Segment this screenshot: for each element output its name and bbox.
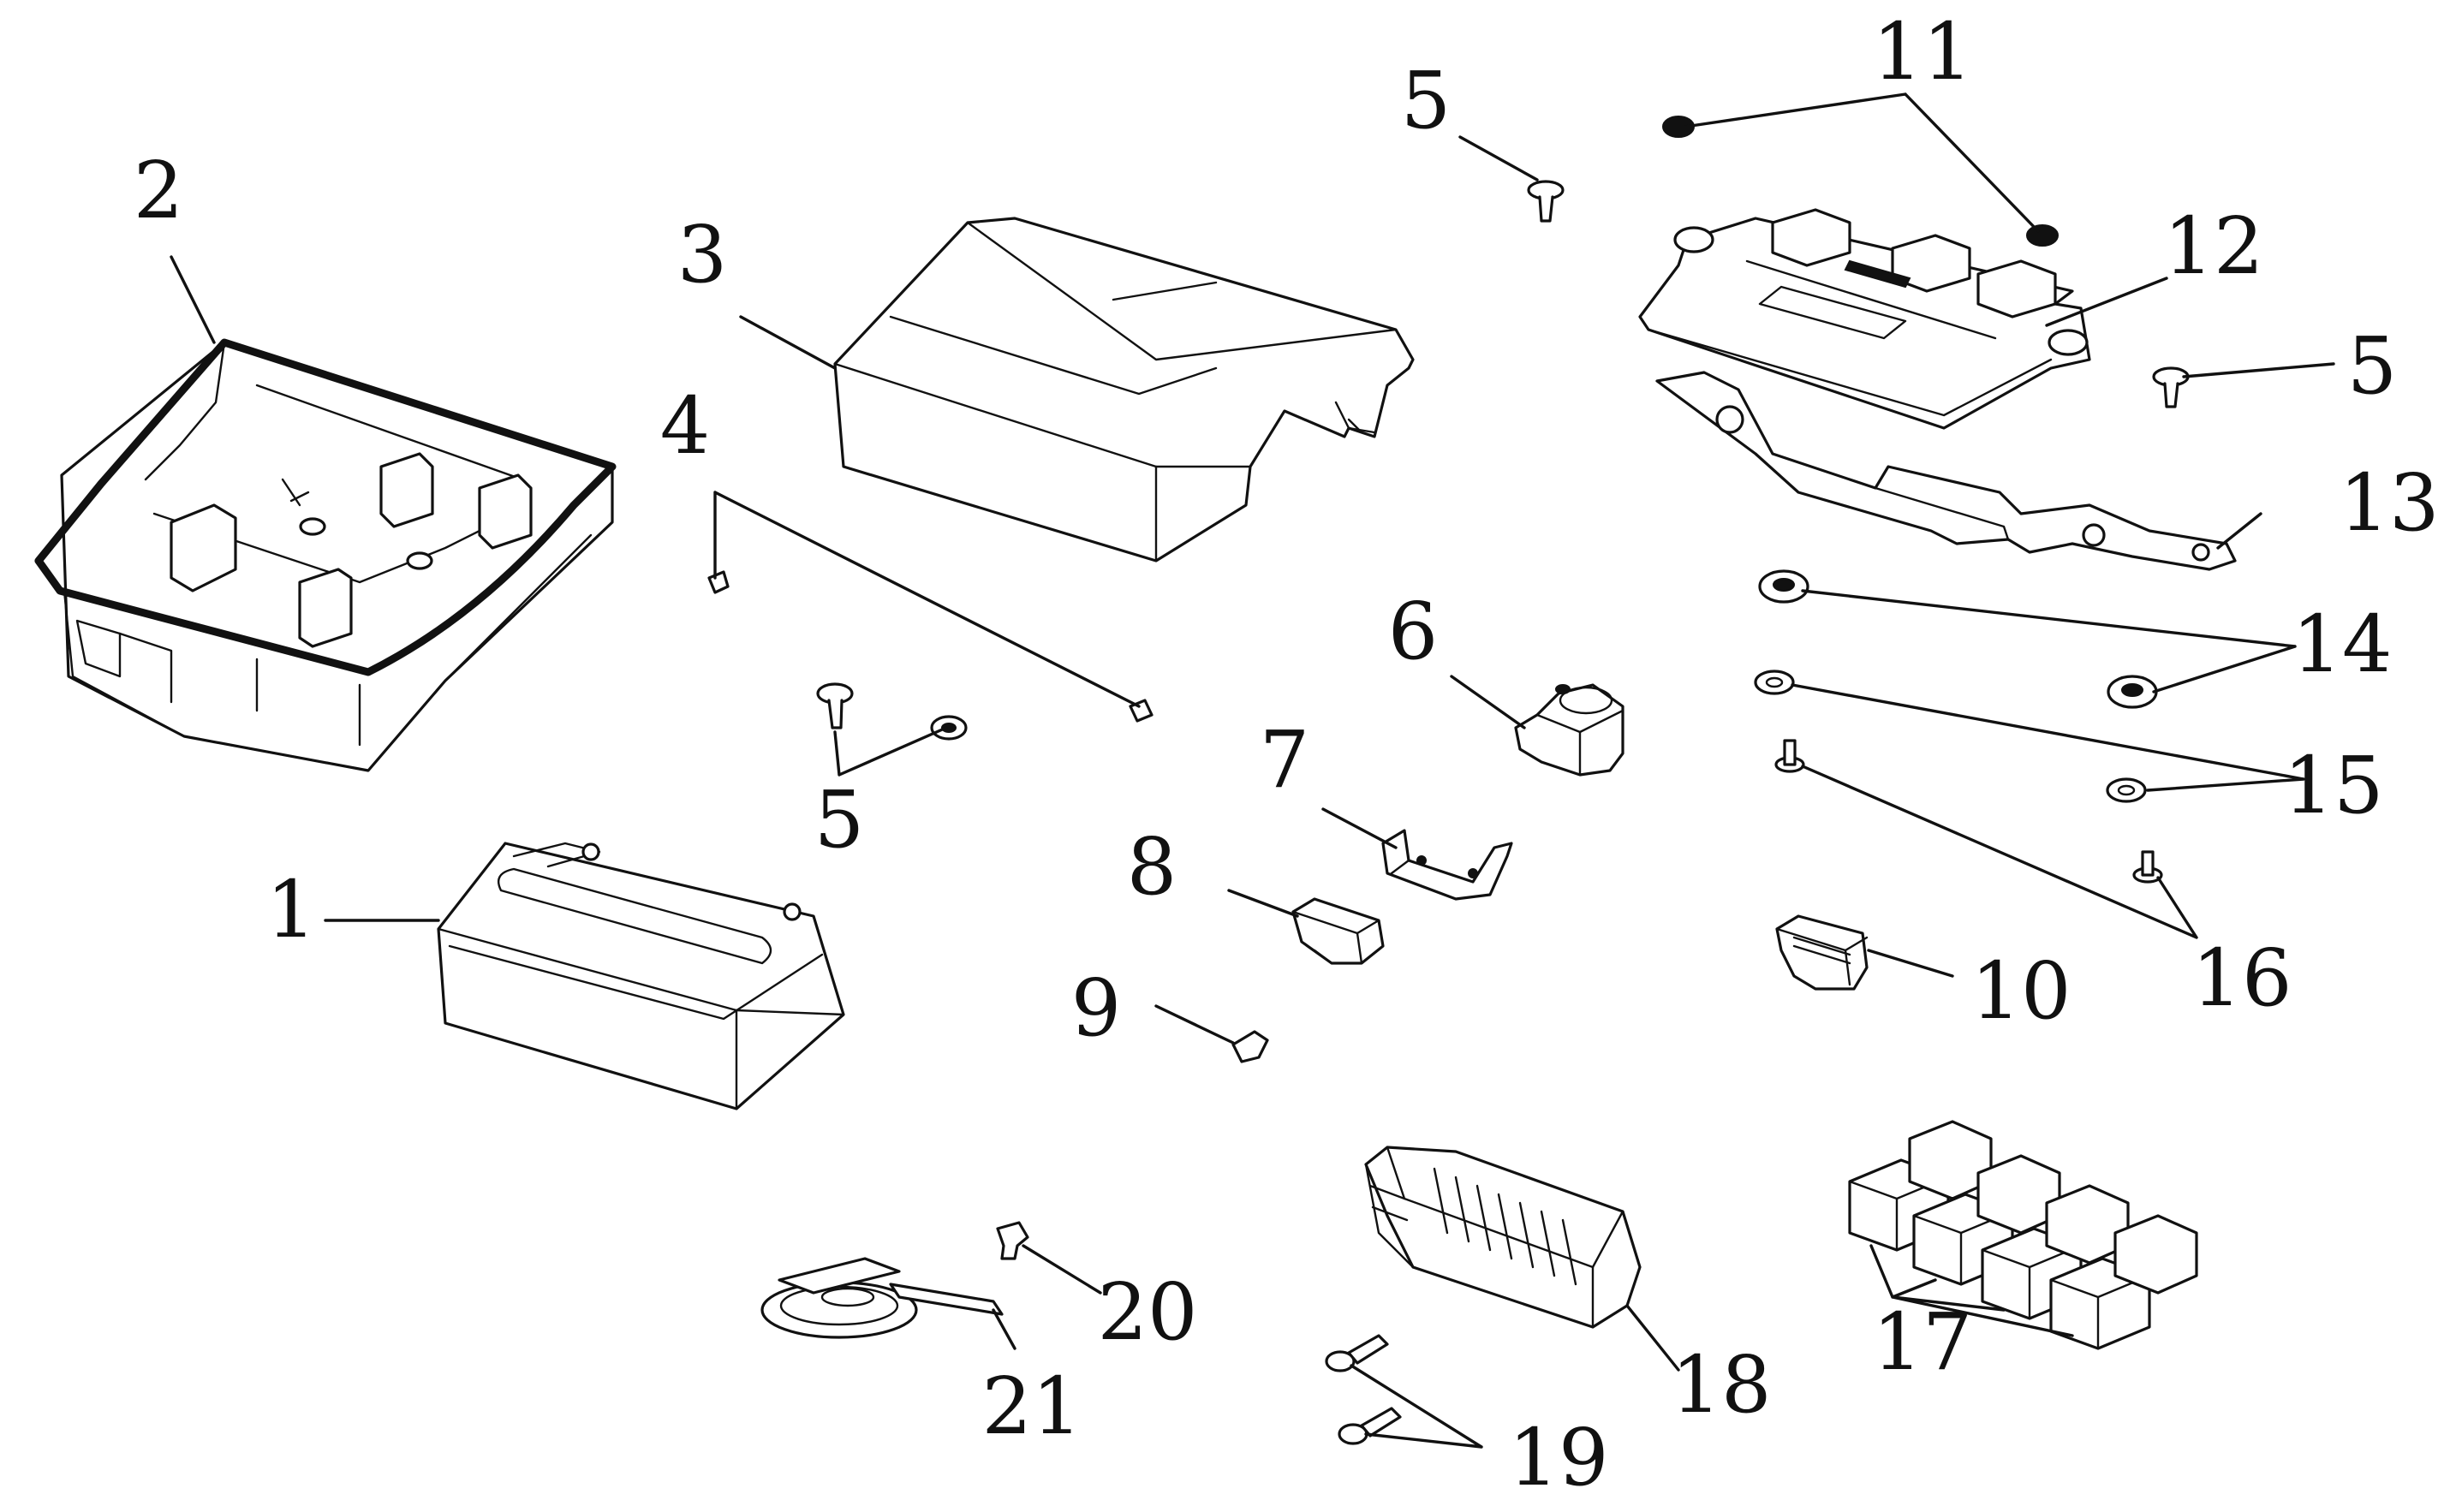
callout-14: 14 [2292, 598, 2392, 690]
callout-16: 16 [2191, 932, 2292, 1024]
callouts: 1 2 3 4 5 5 5 6 7 8 9 10 11 12 13 14 15 … [134, 6, 2440, 1503]
callout-20: 20 [1097, 1266, 1197, 1358]
part-21-horn [760, 1257, 1004, 1339]
callout-17: 17 [1872, 1296, 1972, 1388]
callout-13: 13 [2339, 457, 2439, 549]
part-11-rubber-dots [1662, 116, 2059, 247]
callout-2: 2 [134, 145, 184, 236]
callout-8: 8 [1127, 821, 1177, 913]
callout-5-right: 5 [2347, 320, 2398, 412]
callout-5-center: 5 [814, 774, 865, 866]
part-6-sensor [1514, 683, 1624, 777]
part-5-screw-top [1527, 180, 1565, 223]
callout-10: 10 [1970, 945, 2071, 1037]
part-8-relay [1291, 897, 1385, 965]
callout-15: 15 [2283, 740, 2383, 831]
part-7-clip [1381, 829, 1513, 901]
part-3-cover [833, 217, 1415, 563]
callout-3: 3 [677, 209, 728, 301]
part-17-relay-set [1848, 1120, 2198, 1350]
leader-lines [170, 92, 2335, 1449]
callout-9: 9 [1071, 962, 1122, 1054]
part-12-ecu [1638, 208, 2091, 430]
part-18-regulator [1364, 1146, 1642, 1329]
part-4-pin-left [707, 570, 730, 594]
part-1-battery [437, 842, 845, 1110]
part-2-battery-tray [34, 338, 617, 772]
callout-21: 21 [981, 1360, 1082, 1452]
part-9-fastener [1231, 1030, 1269, 1063]
callout-11: 11 [1872, 6, 1972, 98]
part-5-screw-center-left [816, 682, 854, 729]
part-15-washers [1754, 670, 2147, 803]
part-16-bolts [1774, 739, 2163, 884]
part-19-bolts [1325, 1334, 1402, 1445]
part-14-grommets [1758, 569, 2158, 709]
callout-5-top: 5 [1401, 55, 1452, 146]
callout-4: 4 [660, 380, 711, 472]
part-13-bracket [1655, 371, 2237, 571]
callout-18: 18 [1671, 1339, 1771, 1431]
part-5-screw-right [2152, 366, 2190, 408]
part-20-clip [996, 1221, 1029, 1260]
part-5-screw-center-right [930, 715, 968, 741]
callout-7: 7 [1260, 714, 1310, 806]
callout-1: 1 [266, 864, 317, 955]
callout-6: 6 [1388, 586, 1439, 677]
callout-12: 12 [2163, 200, 2263, 292]
callout-19: 19 [1508, 1412, 1608, 1503]
part-10-connector [1775, 914, 1869, 991]
